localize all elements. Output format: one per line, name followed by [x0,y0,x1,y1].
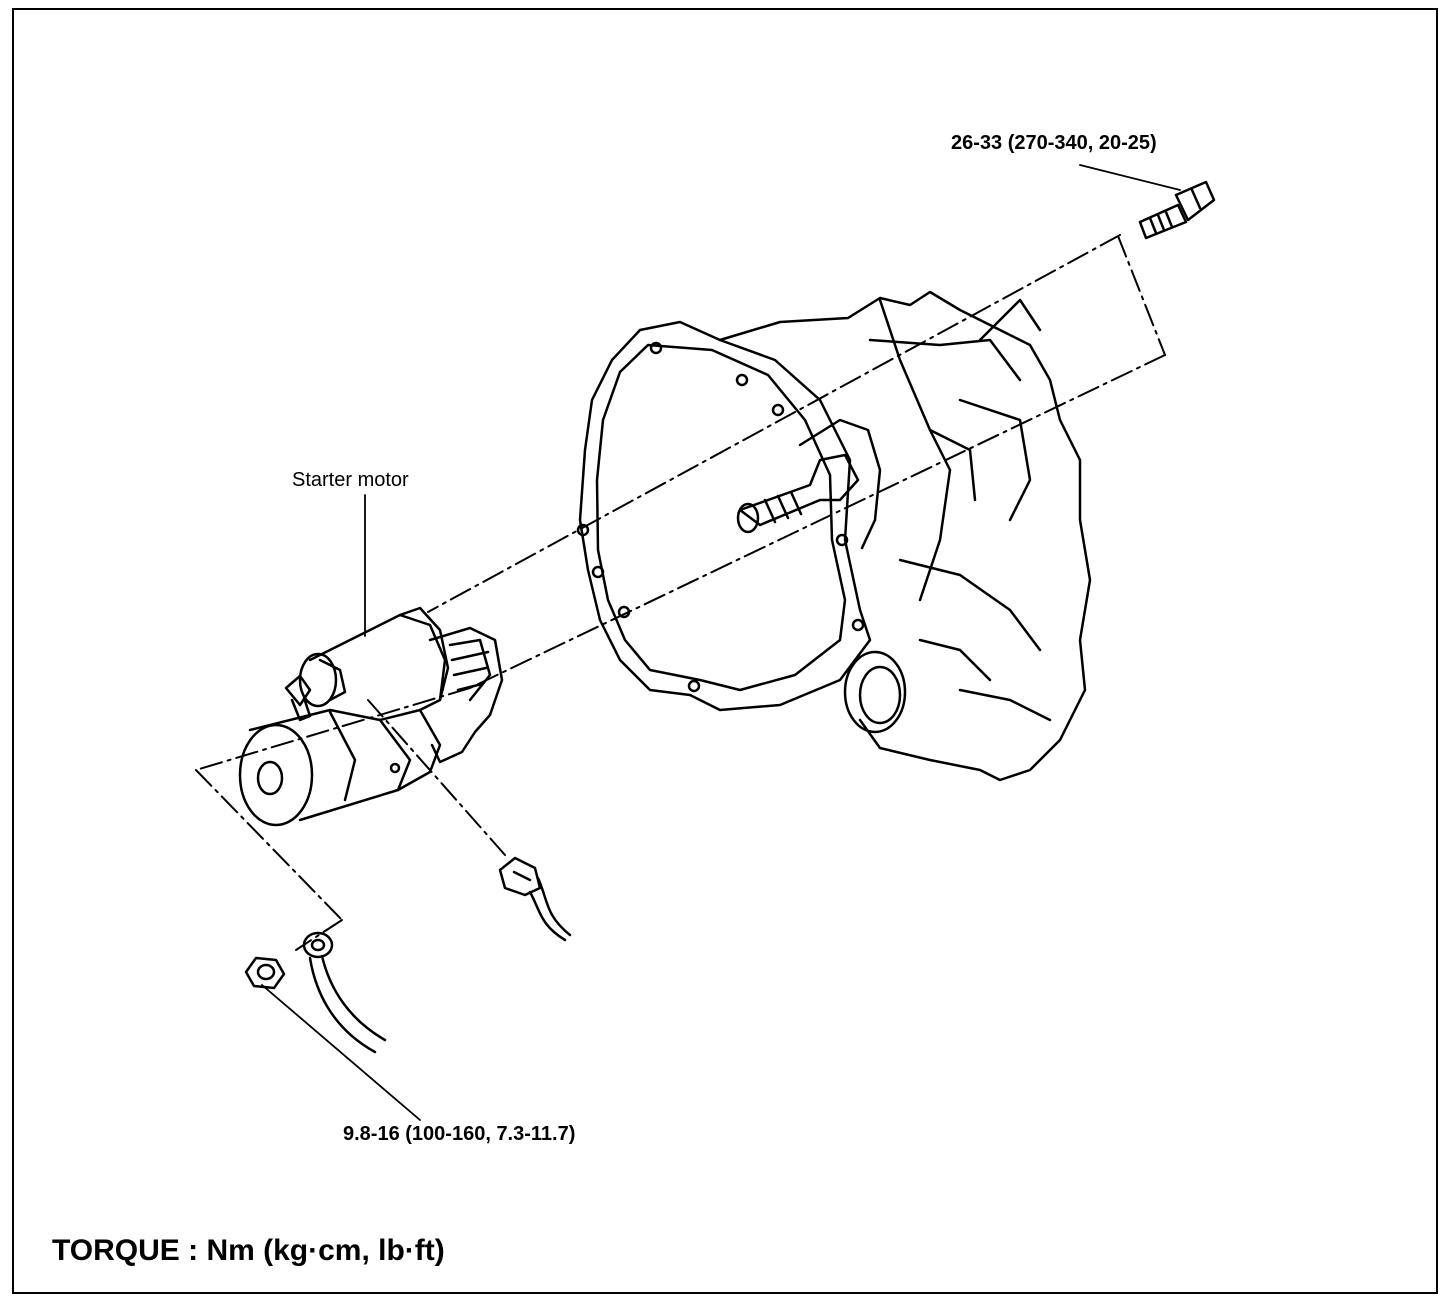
nut-leader-line [261,984,421,1121]
input-shaft [738,453,860,527]
transaxle-housing [576,290,1092,782]
upper-alignment-line [427,234,1121,613]
leader-lines [261,164,1181,1121]
starter-bracket-top [195,687,471,771]
alignment-lines [195,234,1166,951]
starter-motor-label: Starter motor [292,469,409,491]
output-shaft-bore [843,650,907,734]
lower-alignment-line [469,354,1166,689]
battery-cable-terminal [302,931,387,1054]
bolt-torque-label: 26-33 (270-340, 20-25) [951,132,1157,154]
starter-bracket-side [195,769,343,921]
nut-torque-label: 9.8-16 (100-160, 7.3-11.7) [343,1123,576,1145]
bolt-leader-line [1079,164,1181,191]
starter-connector [498,856,572,942]
starter-motor-body [238,606,504,827]
terminal-nut [244,956,286,990]
diagram-frame [12,8,1438,1294]
bolt-bracket-line [1117,235,1166,356]
connector-alignment-line [367,699,506,856]
mounting-bolt [1138,180,1216,240]
torque-units-legend: TORQUE : Nm (kg·cm, lb·ft) [52,1234,445,1267]
